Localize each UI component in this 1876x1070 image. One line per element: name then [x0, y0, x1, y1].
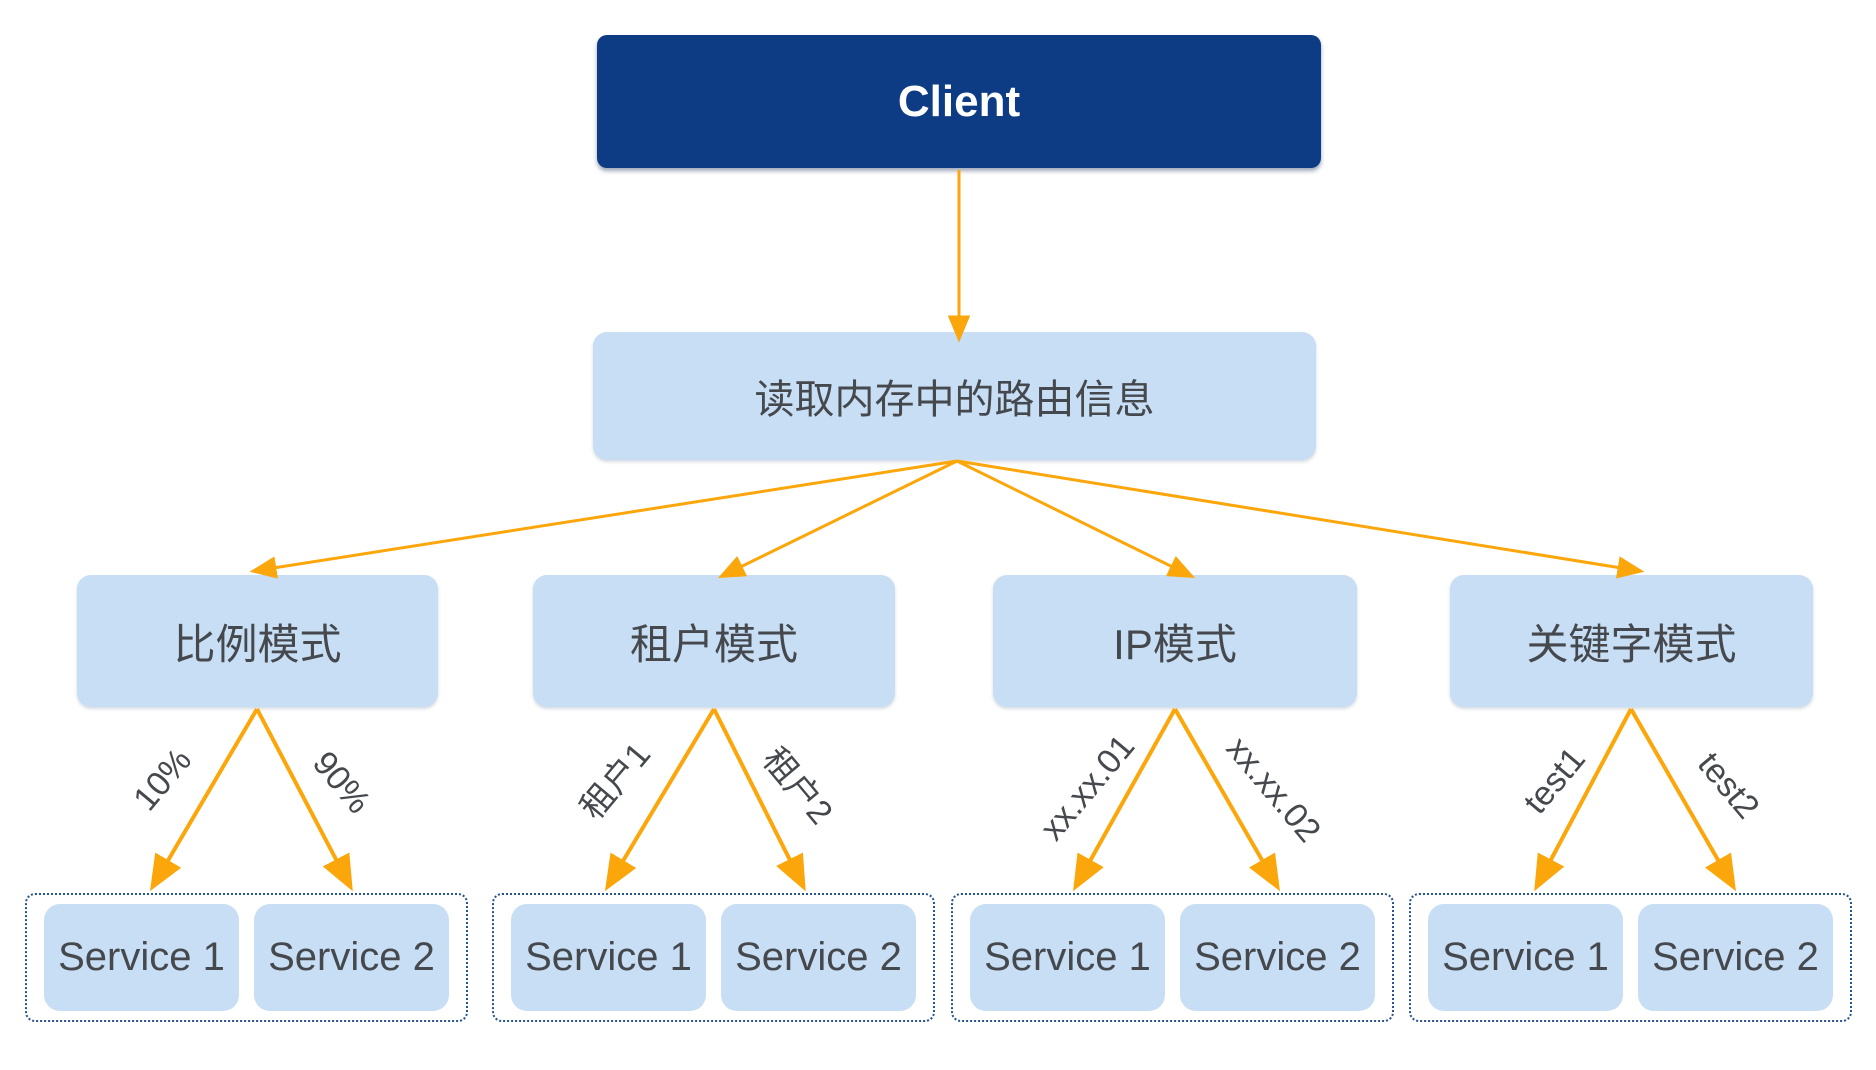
arrow-router-to-ip — [956, 459, 1196, 578]
service-group-ratio: Service 1 Service 2 — [25, 893, 468, 1022]
mode-node-keyword: 关键字模式 — [1450, 575, 1813, 707]
service-node: Service 2 — [254, 904, 449, 1011]
branch-label-test2: test2 — [1690, 745, 1767, 827]
client-node: Client — [597, 35, 1321, 168]
arrow-router-to-ratio — [249, 459, 958, 579]
arrow-router-to-tenant — [717, 459, 958, 578]
branch-label-ip1: xx.xx.01 — [1032, 727, 1143, 848]
router-node: 读取内存中的路由信息 — [593, 332, 1316, 460]
mode-node-ratio: 比例模式 — [77, 575, 438, 707]
branch-label-10pct: 10% — [126, 741, 200, 818]
branch-label-90pct: 90% — [304, 744, 378, 821]
service-node: Service 1 — [44, 904, 239, 1011]
service-node: Service 2 — [1180, 904, 1375, 1011]
service-group-keyword: Service 1 Service 2 — [1409, 893, 1852, 1022]
arrow-router-to-keyword — [956, 459, 1645, 579]
mode-node-ip: IP模式 — [993, 575, 1357, 707]
service-node: Service 2 — [721, 904, 916, 1011]
branch-label-test1: test1 — [1516, 740, 1593, 822]
service-node: Service 1 — [1428, 904, 1623, 1011]
mode-node-tenant: 租户模式 — [533, 575, 895, 707]
service-group-tenant: Service 1 Service 2 — [492, 893, 935, 1022]
service-node: Service 2 — [1638, 904, 1833, 1011]
branch-label-ip2: xx.xx.02 — [1218, 729, 1329, 850]
service-node: Service 1 — [511, 904, 706, 1011]
service-node: Service 1 — [970, 904, 1165, 1011]
service-group-ip: Service 1 Service 2 — [951, 893, 1394, 1022]
branch-label-tenant1: 租户1 — [573, 735, 659, 827]
branch-label-tenant2: 租户2 — [754, 740, 840, 832]
